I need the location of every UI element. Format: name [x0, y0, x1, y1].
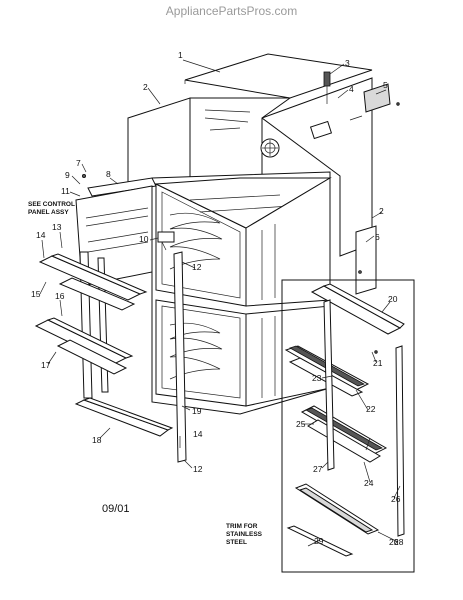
stainless-trim-inset — [281, 279, 415, 573]
callout-12-upper: 12 — [192, 262, 202, 272]
upper-rails — [38, 253, 148, 311]
trim-note-line-1: TRIM FOR — [226, 523, 258, 530]
callout-6: 6 — [375, 232, 380, 242]
front-frame-parts — [75, 173, 175, 287]
callout-26-upper: 26 — [391, 494, 401, 504]
control-panel-note-line-2: PANEL ASSY — [28, 209, 69, 216]
part-3-hinge — [323, 71, 331, 104]
callout-29: 29 — [314, 536, 324, 546]
callout-14-lower: 14 — [193, 429, 203, 439]
vertical-trim-19 — [173, 251, 187, 463]
callout-19: 19 — [192, 406, 202, 416]
callout-15: 15 — [31, 289, 41, 299]
callout-21: 21 — [373, 358, 383, 368]
callout-9: 9 — [65, 170, 70, 180]
trim-note: TRIM FOR STAINLESS STEEL — [226, 523, 263, 546]
callout-27: 27 — [313, 464, 323, 474]
callout-labels: 1 2 2 3 4 5 6 7 8 9 10 11 12 12 13 14 14… — [31, 50, 404, 547]
callout-2-right: 2 — [379, 206, 384, 216]
callout-3: 3 — [345, 58, 350, 68]
trim-note-line-2: STAINLESS — [226, 531, 263, 538]
callout-1: 1 — [178, 50, 183, 60]
callout-17: 17 — [41, 360, 51, 370]
callout-8: 8 — [106, 169, 111, 179]
callout-4: 4 — [349, 84, 354, 94]
callout-13: 13 — [52, 222, 62, 232]
callout-20: 20 — [388, 294, 398, 304]
callout-28: 28 — [394, 537, 404, 547]
lower-rails — [34, 317, 134, 375]
control-panel-note-line-1: SEE CONTROL — [28, 201, 75, 208]
rear-structure — [189, 97, 292, 191]
callout-10: 10 — [139, 234, 149, 244]
callout-25: 25 — [296, 419, 306, 429]
callout-7: 7 — [76, 158, 81, 168]
callout-11: 11 — [61, 186, 70, 196]
leader-lines — [39, 59, 401, 547]
watermark: AppliancePartsPros.com — [165, 4, 298, 18]
top-panel — [184, 53, 373, 99]
callout-14-left: 14 — [36, 230, 46, 240]
bottom-trim — [74, 397, 174, 437]
callout-12-lower: 12 — [193, 464, 203, 474]
callout-22: 22 — [366, 404, 376, 414]
trim-note-line-3: STEEL — [226, 539, 247, 546]
date-code: 09/01 — [102, 503, 130, 515]
control-panel-note: SEE CONTROL PANEL ASSY — [28, 201, 75, 216]
callout-16: 16 — [55, 291, 65, 301]
side-panel-6 — [355, 225, 377, 295]
callout-5: 5 — [383, 80, 388, 90]
callout-2-upper: 2 — [143, 82, 148, 92]
callout-26-lower: 26 — [389, 537, 399, 547]
callout-18: 18 — [92, 435, 102, 445]
callout-24: 24 — [364, 478, 374, 488]
callout-23: 23 — [312, 373, 322, 383]
